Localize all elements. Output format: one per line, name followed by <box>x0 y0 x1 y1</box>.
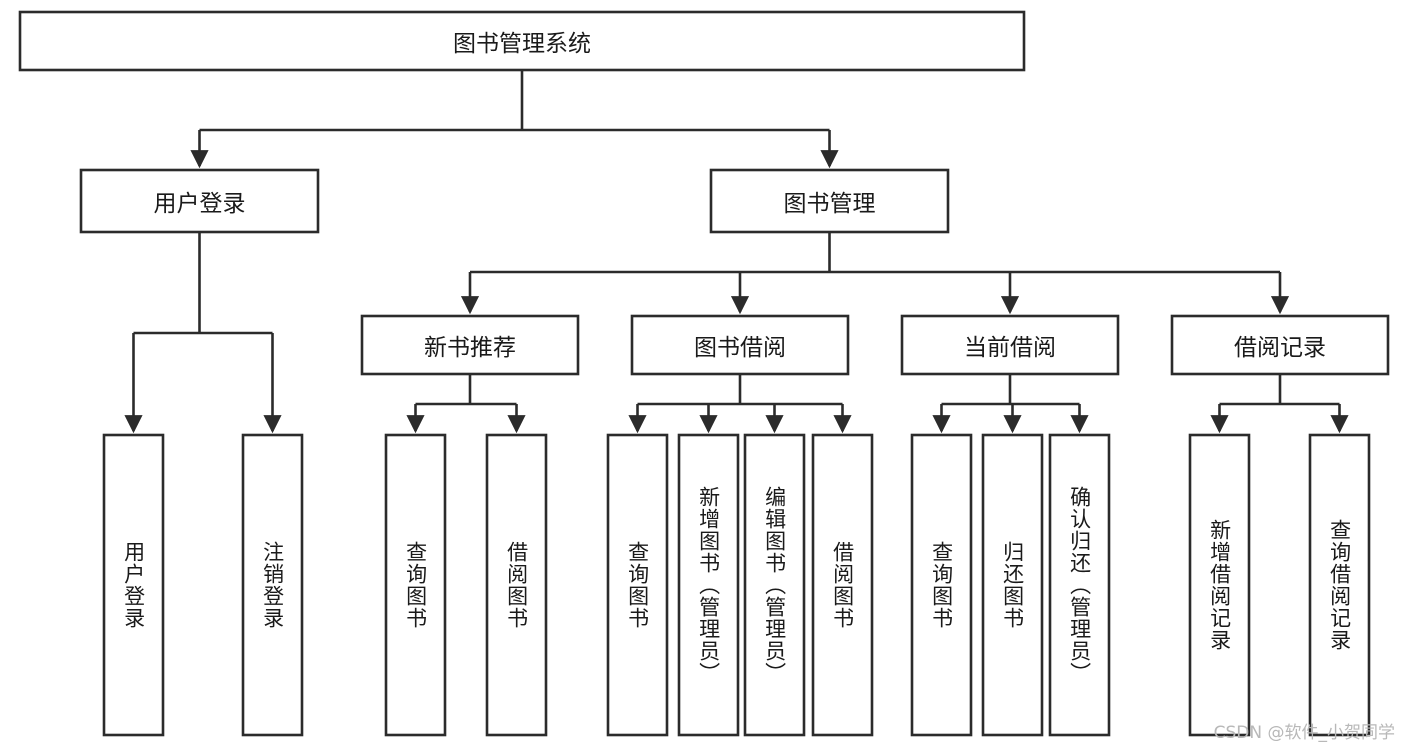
node-rect-layer <box>18 10 1390 737</box>
watermark-text: CSDN @软件_小贺同学 <box>1213 723 1395 743</box>
node-leaf-edit-book-box[interactable] <box>743 433 806 737</box>
node-leaf-confirm-return-box[interactable] <box>1048 433 1111 737</box>
node-leaf-query-book-1-box[interactable] <box>384 433 447 737</box>
node-leaf-query-record-box[interactable] <box>1308 433 1371 737</box>
node-leaf-user-login-box[interactable] <box>102 433 165 737</box>
node-leaf-add-book-box[interactable] <box>677 433 740 737</box>
node-leaf-borrow-book-2-box[interactable] <box>811 433 874 737</box>
connector-group <box>124 70 1349 434</box>
node-user-login-box[interactable] <box>79 168 320 234</box>
node-book-manage-box[interactable] <box>709 168 950 234</box>
node-current-borrow-box[interactable] <box>900 314 1120 376</box>
node-leaf-return-book-box[interactable] <box>981 433 1044 737</box>
node-book-borrow-box[interactable] <box>630 314 850 376</box>
node-new-book-recommend-box[interactable] <box>360 314 580 376</box>
node-borrow-record-box[interactable] <box>1170 314 1390 376</box>
node-leaf-logout-box[interactable] <box>241 433 304 737</box>
node-root-box[interactable] <box>18 10 1026 72</box>
node-leaf-borrow-book-1-box[interactable] <box>485 433 548 737</box>
node-leaf-query-book-3-box[interactable] <box>910 433 973 737</box>
node-leaf-query-book-2-box[interactable] <box>606 433 669 737</box>
node-leaf-add-record-box[interactable] <box>1188 433 1251 737</box>
